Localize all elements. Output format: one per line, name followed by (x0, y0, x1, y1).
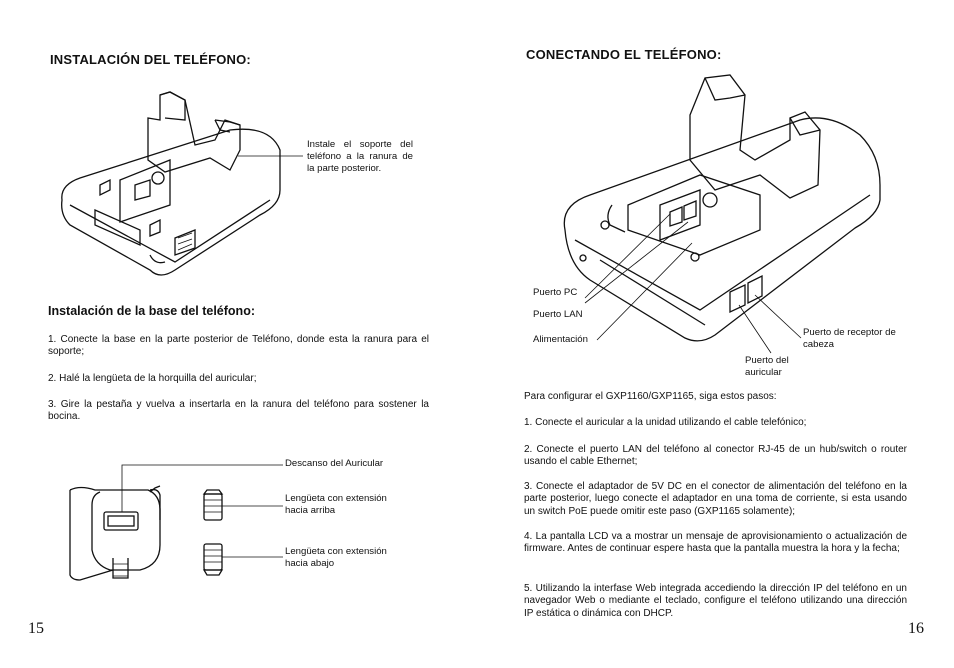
label-lan-port: Puerto LAN (533, 309, 583, 320)
label-handset-port: Puerto del auricular (745, 355, 789, 378)
left-subheading: Instalación de la base del teléfono: (48, 304, 255, 318)
right-heading: CONECTANDO EL TELÉFONO: (526, 47, 722, 62)
install-callout: Instale el soporte del teléfono a la ran… (307, 139, 413, 174)
left-step-3: 3. Gire la pestaña y vuelva a insertarla… (48, 399, 429, 423)
label-tab-down: Lengüeta con extensión hacia abajo (285, 546, 387, 569)
label-tab-up: Lengüeta con extensión hacia arriba (285, 493, 387, 516)
label-power-port: Alimentación (533, 334, 588, 345)
right-step-4: 4. La pantalla LCD va a mostrar un mensa… (524, 531, 907, 555)
label-headset-port: Puerto de receptor de cabeza (803, 327, 896, 350)
left-step-2: 2. Halé la lengüeta de la horquilla del … (48, 373, 257, 384)
page-number-left: 15 (28, 620, 44, 637)
left-heading: INSTALACIÓN DEL TELÉFONO: (50, 52, 251, 67)
right-intro: Para configurar el GXP1160/GXP1165, siga… (524, 391, 777, 402)
label-pc-port: Puerto PC (533, 287, 578, 298)
right-step-3: 3. Conecte el adaptador de 5V DC en el c… (524, 481, 907, 517)
right-step-5: 5. Utilizando la interfase Web integrada… (524, 583, 907, 619)
left-step-1: 1. Conecte la base en la parte posterior… (48, 334, 429, 358)
right-step-2: 2. Conecte el puerto LAN del teléfono al… (524, 444, 907, 468)
page-number-right: 16 (908, 620, 924, 637)
label-handset-rest: Descanso del Auricular (285, 458, 384, 469)
right-step-1: 1. Conecte el auricular a la unidad util… (524, 417, 807, 428)
